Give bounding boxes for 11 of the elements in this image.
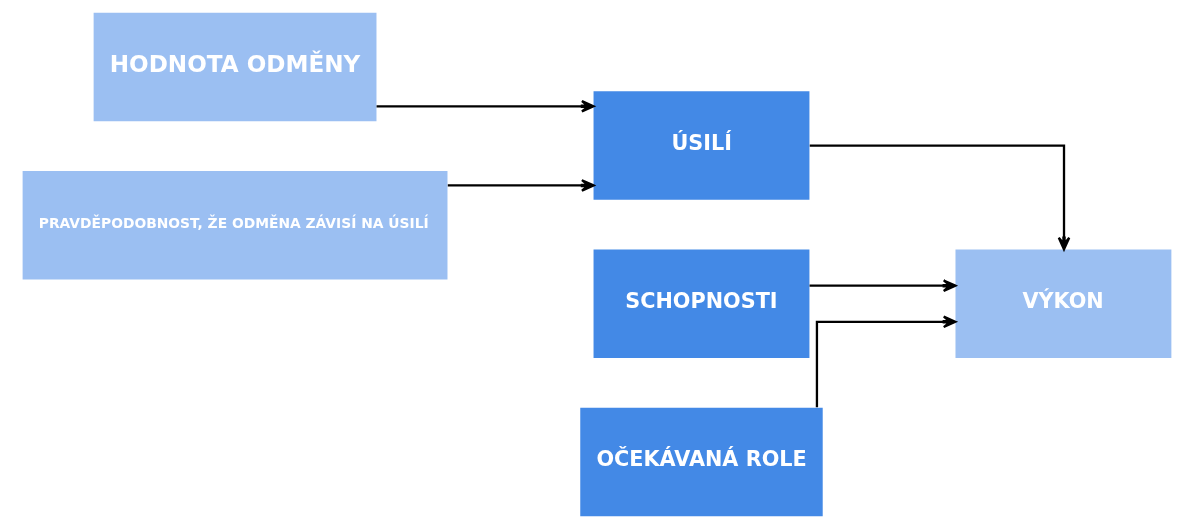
node-box: HODNOTA ODMĚNY xyxy=(93,12,376,122)
node-box: SCHOPNOSTI xyxy=(593,249,809,358)
arrow xyxy=(809,144,1070,251)
node-box: OČEKÁVANÁ ROLE xyxy=(579,407,823,517)
arrow xyxy=(447,179,595,192)
arrow xyxy=(376,99,595,113)
node-box: VÝKON xyxy=(955,249,1171,358)
arrow xyxy=(815,315,956,408)
arrow xyxy=(809,279,956,292)
node-box: ÚSILÍ xyxy=(593,91,809,200)
node-box: PRAVDĚPODOBNOST, ŽE ODMĚNA ZÁVISÍ NA ÚSILÍ xyxy=(22,171,447,280)
